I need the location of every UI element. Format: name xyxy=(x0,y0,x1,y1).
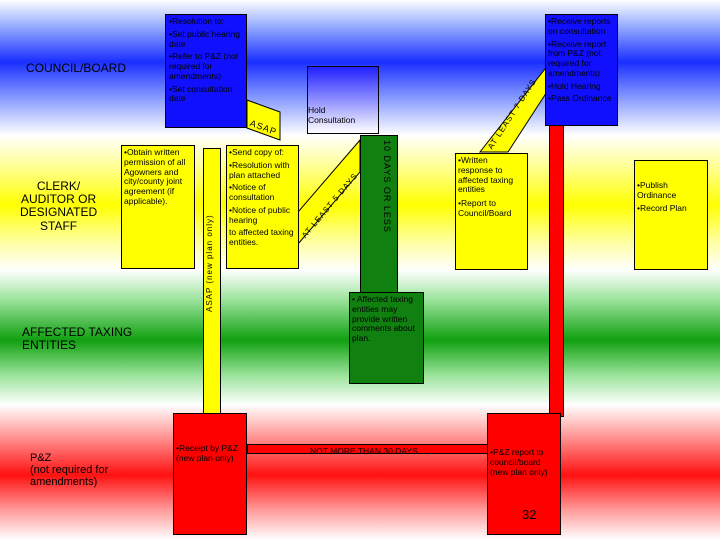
receive-item: •Hold Hearing xyxy=(548,80,601,91)
pz-band xyxy=(0,405,720,540)
written-permission-text: •Obtain written permission of all Agowne… xyxy=(124,147,186,206)
written-response-item: •Written response to affected taxing ent… xyxy=(458,155,514,195)
ten-days-label: 10 DAYS OR LESS xyxy=(382,140,392,233)
thirty-days-label: NOT MORE THAN 30 DAYS xyxy=(310,446,418,456)
hold-consultation-box xyxy=(307,66,379,134)
row-label-pz: P&Z (not required for amendments) xyxy=(30,452,109,489)
council-resolution-box: •Resolution to: •Set public hearing date… xyxy=(165,14,247,128)
taxing-comments-text: • Affected taxing entities may provide w… xyxy=(352,294,415,344)
send-copy-box: •Send copy of: •Resolution with plan att… xyxy=(226,145,299,269)
send-copy-item: •Notice of public hearing xyxy=(229,204,291,225)
pz-receipt-text: •Receipt by P&Z (new plan only) xyxy=(176,443,239,463)
council-item: •Set public hearing date xyxy=(169,28,241,49)
publish-item: •Publish Ordinance xyxy=(637,180,677,200)
council-item: •Refer to P&Z (not required for amendmen… xyxy=(169,51,239,81)
pz-report-text: •P&Z report to council/board (new plan o… xyxy=(490,447,548,477)
send-copy-item: to affected taxing entities. xyxy=(229,227,294,248)
written-response-box: •Written response to affected taxing ent… xyxy=(455,153,528,270)
asap-diagonal-arrow xyxy=(246,99,281,141)
council-item: •Set consultation date xyxy=(169,83,233,104)
asap-vertical-label: ASAP (new plan only) xyxy=(205,214,214,312)
taxing-comments-box: • Affected taxing entities may provide w… xyxy=(349,292,424,384)
publish-item: •Record Plan xyxy=(637,202,687,213)
pz-report-box: •P&Z report to council/board (new plan o… xyxy=(487,413,561,535)
send-copy-item: •Send copy of: xyxy=(229,147,284,157)
send-copy-item: •Notice of consultation xyxy=(229,182,275,203)
receive-item: •Receive reports on consultation xyxy=(548,16,611,36)
send-copy-item: •Resolution with plan attached xyxy=(229,159,290,180)
publish-ordinance-box: •Publish Ordinance •Record Plan xyxy=(634,160,708,270)
row-label-taxing: AFFECTED TAXING ENTITIES xyxy=(22,325,133,353)
receive-reports-box: •Receive reports on consultation •Receiv… xyxy=(545,14,618,126)
red-vertical-bar xyxy=(549,125,564,417)
council-item: •Resolution to: xyxy=(169,16,224,26)
row-label-clerk: CLERK/ AUDITOR OR DESIGNATED STAFF xyxy=(20,179,98,233)
written-permission-box: •Obtain written permission of all Agowne… xyxy=(121,145,195,269)
ten-days-bar xyxy=(360,135,398,297)
hold-consultation-label: Hold Consultation xyxy=(308,105,356,125)
page-number: 32 xyxy=(522,507,537,522)
written-response-item: •Report to Council/Board xyxy=(458,198,512,218)
pz-receipt-box: •Receipt by P&Z (new plan only) xyxy=(173,413,247,535)
receive-item: •Pass Ordinance xyxy=(548,93,612,104)
row-label-council: COUNCIL/BOARD xyxy=(26,61,127,75)
receive-item: •Receive report from P&Z (not required f… xyxy=(548,38,607,78)
